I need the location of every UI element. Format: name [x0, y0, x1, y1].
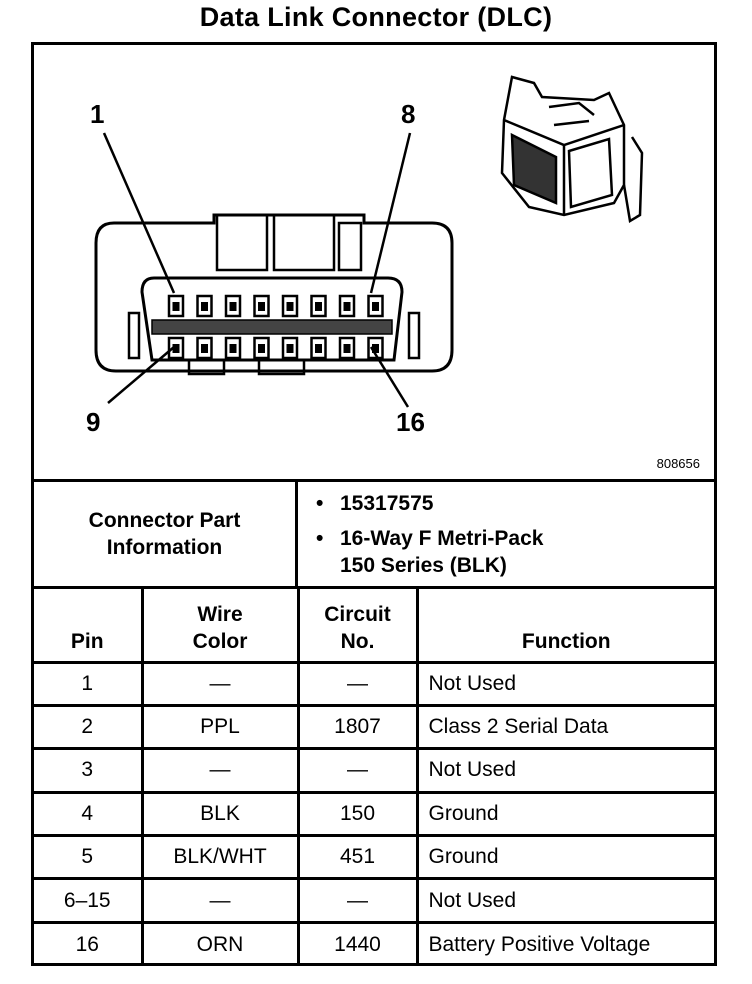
table-row: 3 — — Not Used: [34, 747, 714, 794]
table-row: 4 BLK 150 Ground: [34, 790, 714, 838]
cell-circuit: 1440: [296, 920, 419, 966]
pin-1-label: 1: [90, 99, 105, 129]
pin-terminal-5: [286, 302, 294, 311]
connector-info-values: 15317575 16-Way F Metri-Pack 150 Series …: [298, 482, 714, 586]
cell-wire: BLK/WHT: [140, 834, 300, 881]
header-pin: Pin: [34, 589, 144, 664]
connector-info-label: Connector Part Information: [34, 482, 298, 586]
table-row: 1 — — Not Used: [34, 660, 714, 707]
connector-frame: 1 8 9 16 808656 Connector Part Informati…: [31, 42, 717, 966]
cell-circuit: —: [296, 660, 419, 707]
pin-row-bottom: [167, 336, 384, 360]
side-clip-left: [127, 311, 141, 360]
pin-terminal-2: [201, 302, 208, 311]
description-line1: 16-Way F Metri-Pack: [340, 527, 544, 550]
pin-8-label: 8: [401, 99, 416, 129]
cell-pin: 5: [34, 834, 144, 881]
description-line2: 150 Series (BLK): [340, 554, 507, 577]
cell-circuit: 451: [296, 834, 419, 881]
cell-pin: 4: [34, 790, 144, 838]
pin-terminal-6: [315, 302, 322, 311]
latch-tab-left: [215, 213, 269, 272]
pin-terminal-12: [258, 344, 265, 353]
pin-terminal-15: [343, 344, 351, 353]
cell-circuit: —: [296, 747, 419, 794]
cell-function: Ground: [415, 790, 714, 838]
cell-pin: 16: [34, 920, 144, 966]
leader-line-pin-8: [369, 132, 412, 294]
cell-function: Not Used: [415, 877, 714, 924]
pin-terminal-13: [286, 344, 294, 353]
page-title: Data Link Connector (DLC): [199, 2, 553, 32]
connector-figure: 1 8 9 16 808656: [34, 45, 714, 482]
pin-terminal-14: [315, 344, 322, 353]
cell-circuit: 1807: [296, 703, 419, 751]
cell-wire: —: [140, 877, 300, 924]
pin-terminal-4: [258, 302, 265, 311]
connector-info-label-line2: Information: [106, 536, 223, 559]
cell-function: Not Used: [415, 747, 714, 794]
bottom-tab-right: [257, 358, 306, 376]
latch-tab-mid: [272, 213, 336, 272]
connector-description: 16-Way F Metri-Pack 150 Series (BLK): [316, 525, 714, 579]
cell-function: Battery Positive Voltage: [415, 920, 714, 966]
cell-wire: BLK: [140, 790, 300, 838]
cell-function: Class 2 Serial Data: [415, 703, 714, 751]
cell-function: Ground: [415, 834, 714, 881]
table-row: 6–15 — — Not Used: [34, 877, 714, 924]
pin-row-top: [167, 294, 384, 318]
pin-terminal-3: [229, 302, 237, 311]
pin-terminal-10: [201, 344, 208, 353]
cell-wire: —: [140, 660, 300, 707]
pin-terminal-16: [372, 344, 379, 353]
connector-part-information: Connector Part Information 15317575 16-W…: [34, 482, 714, 589]
leader-line-pin-1: [102, 132, 176, 294]
table-row: 16 ORN 1440 Battery Positive Voltage: [34, 920, 714, 966]
center-divider: [151, 319, 393, 335]
pin-9-label: 9: [86, 407, 101, 437]
connector-face: [140, 276, 404, 362]
cell-pin: 3: [34, 747, 144, 794]
leader-line-pin-16: [369, 346, 410, 408]
cell-circuit: 150: [296, 790, 419, 838]
pin-terminal-7: [343, 302, 351, 311]
pin-16-label: 16: [396, 407, 425, 437]
table-row: 5 BLK/WHT 451 Ground: [34, 834, 714, 881]
cell-pin: 6–15: [34, 877, 144, 924]
cell-wire: ORN: [140, 920, 300, 966]
pin-terminal-1: [172, 302, 180, 311]
connector-perspective-view: [500, 75, 644, 224]
table-row: 2 PPL 1807 Class 2 Serial Data: [34, 703, 714, 751]
cell-pin: 1: [34, 660, 144, 707]
cell-function: Not Used: [415, 660, 714, 707]
cell-pin: 2: [34, 703, 144, 751]
cell-circuit: —: [296, 877, 419, 924]
pin-terminal-9: [172, 344, 180, 353]
latch-tab-right: [337, 221, 363, 272]
pin-terminal-11: [229, 344, 237, 353]
part-number: 15317575: [316, 490, 714, 517]
pin-terminal-8: [372, 302, 379, 311]
bottom-tab-left: [187, 358, 226, 376]
connector-housing: [94, 213, 454, 373]
header-function: Function: [415, 589, 714, 664]
connector-info-label-line1: Connector Part: [88, 509, 241, 532]
cell-wire: —: [140, 747, 300, 794]
side-clip-right: [407, 311, 421, 360]
cell-wire: PPL: [140, 703, 300, 751]
leader-line-pin-9: [107, 346, 175, 404]
connector-drawing: [94, 75, 644, 408]
figure-code: 808656: [656, 456, 700, 471]
